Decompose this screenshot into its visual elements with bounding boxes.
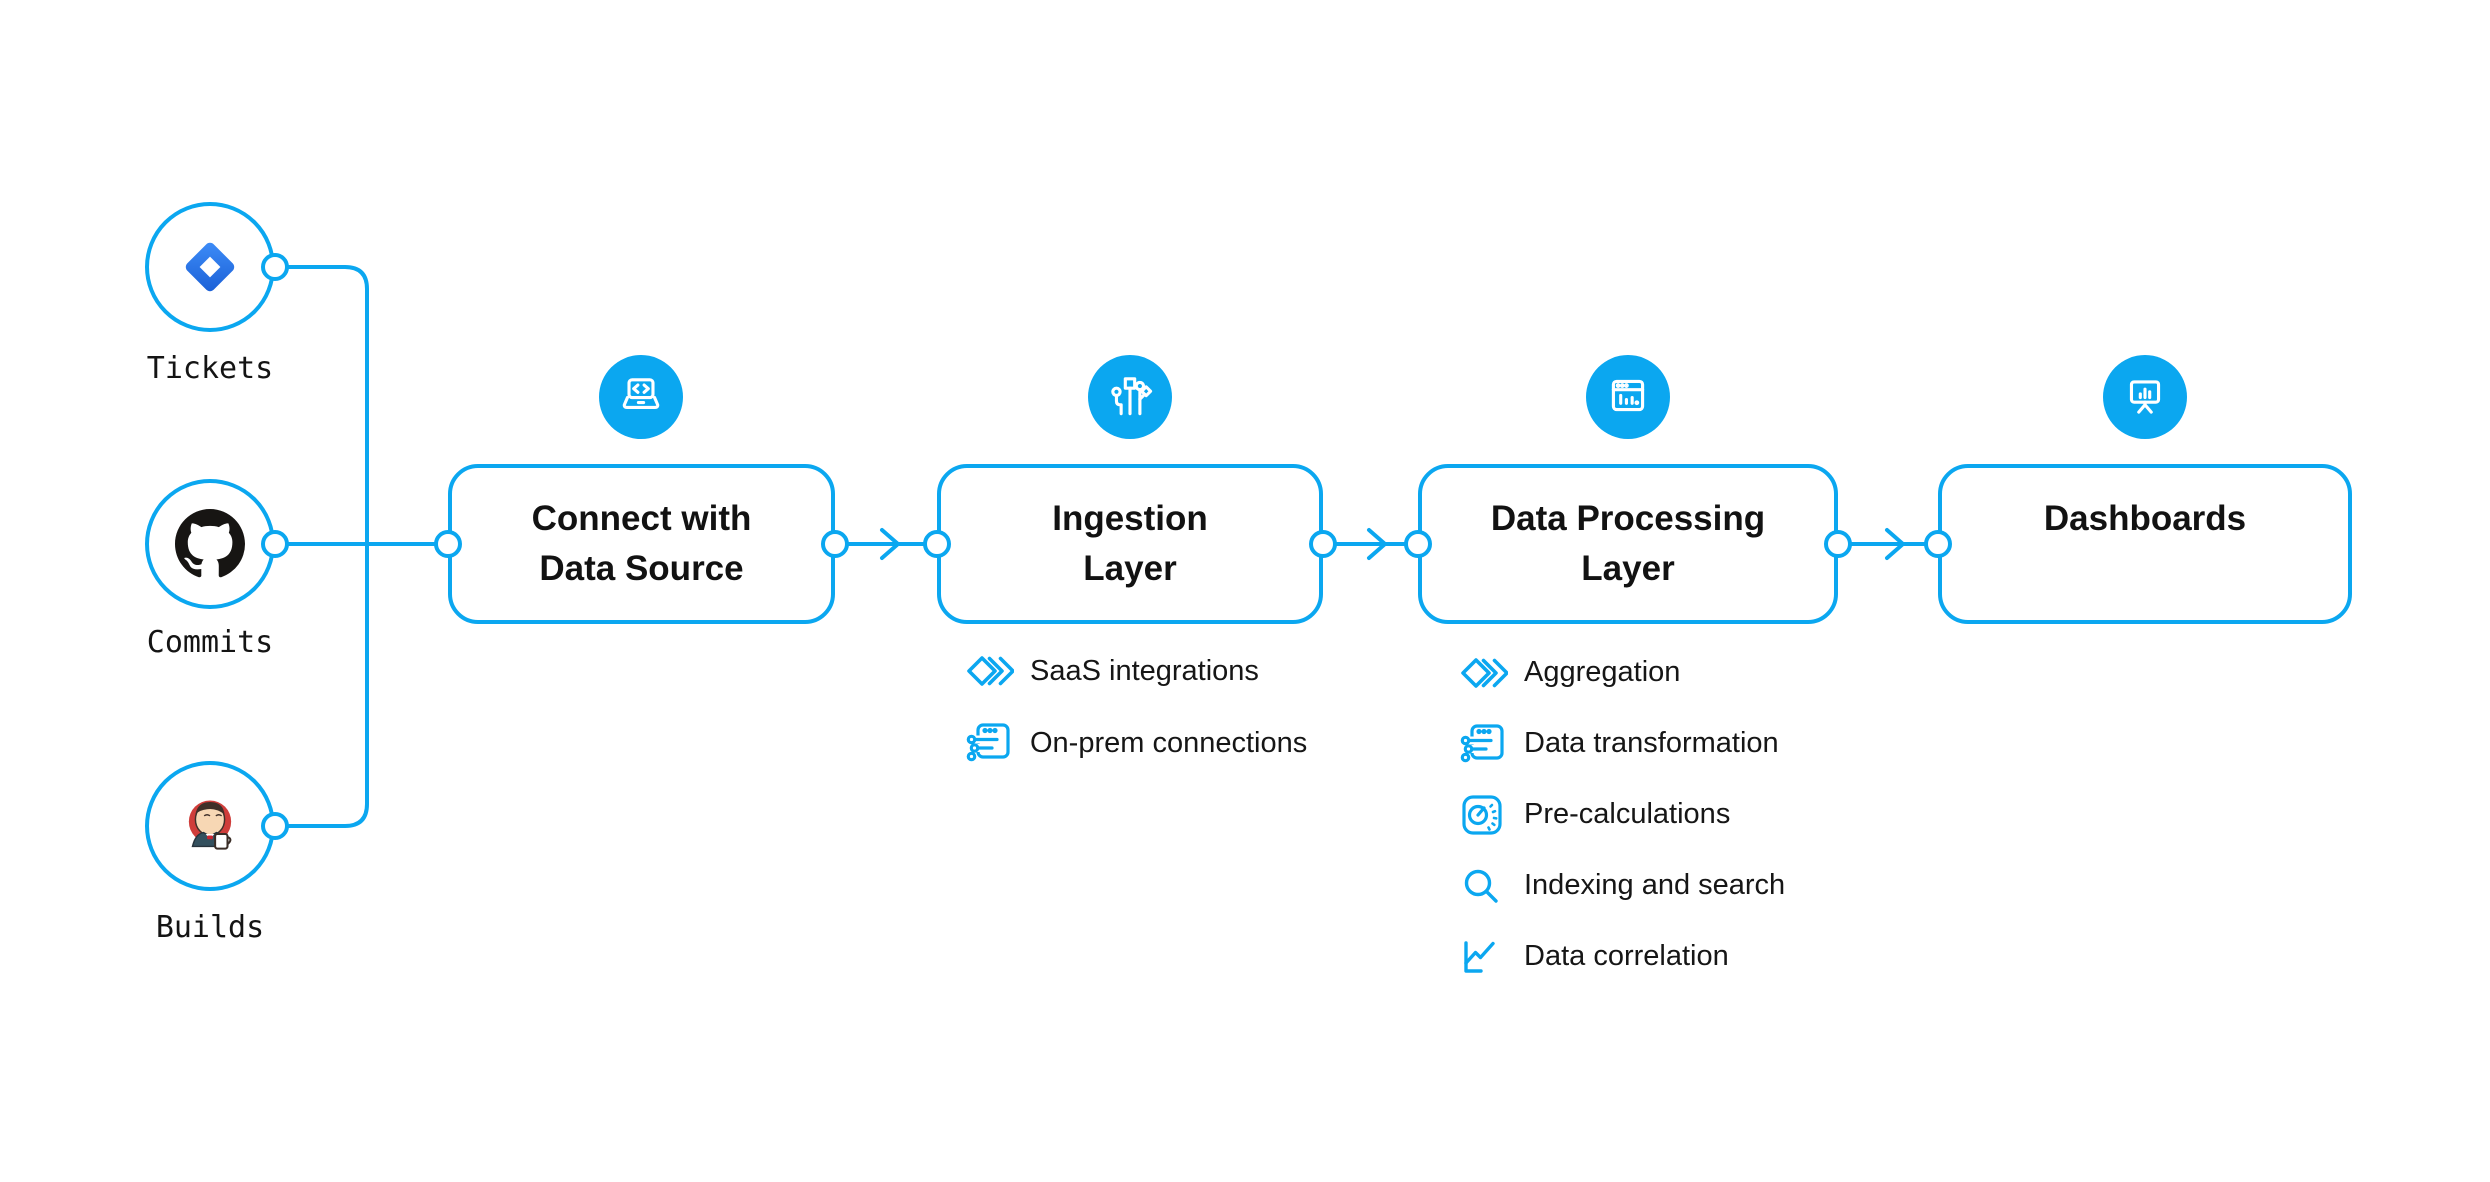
stacked-diamonds-icon (966, 653, 1030, 689)
search-icon (1460, 865, 1524, 907)
stage-box-ingestion: Ingestion Layer (937, 464, 1323, 624)
circuit-branches-icon (1111, 377, 1153, 416)
list-item-label: Data transformation (1524, 727, 1779, 759)
stage-title-ingestion: Ingestion Layer (1052, 499, 1208, 588)
list-item-label: Aggregation (1524, 656, 1681, 688)
stacked-diamonds-icon (1460, 655, 1524, 691)
list-item: Indexing and search (1460, 850, 1785, 921)
list-item: Data transformation (1460, 708, 1785, 779)
stage-badge-connect (599, 355, 683, 439)
arrowhead-icon (1885, 528, 1907, 560)
source-label-tickets: Tickets (146, 351, 274, 386)
stage-title-processing: Data Processing Layer (1490, 499, 1766, 588)
github-icon (175, 509, 245, 578)
list-item-label: On-prem connections (1030, 726, 1308, 759)
wire-builds (287, 544, 369, 828)
stage-box-dashboards: Dashboards (1938, 464, 2352, 624)
stage-box-processing: Data Processing Layer (1418, 464, 1838, 624)
source-label-commits: Commits (146, 625, 274, 660)
arrowhead-icon (1367, 528, 1389, 560)
wire-tickets (287, 265, 369, 544)
laptop-code-icon (622, 378, 660, 409)
presentation-chart-icon (2129, 380, 2161, 414)
list-item: Data correlation (1460, 921, 1785, 992)
list-item: Pre-calculations (1460, 779, 1785, 850)
stage-badge-processing (1586, 355, 1670, 439)
list-item-label: SaaS integrations (1030, 654, 1259, 687)
processing-feature-list: Aggregation Data transformation (1460, 637, 1785, 992)
line-chart-icon (1460, 936, 1524, 978)
source-label-builds: Builds (155, 910, 265, 945)
window-sliders-icon (966, 720, 1030, 766)
window-chart-icon (1611, 379, 1645, 412)
jenkins-icon (188, 800, 232, 850)
stage-box-connect: Connect with Data Source (448, 464, 835, 624)
list-item-label: Pre-calculations (1524, 798, 1731, 830)
window-sliders-icon (1460, 721, 1524, 767)
source-builds (145, 761, 275, 891)
gauge-icon (1460, 793, 1524, 837)
list-item-label: Indexing and search (1524, 869, 1786, 901)
jira-icon (185, 242, 235, 292)
list-item-label: Data correlation (1524, 940, 1729, 972)
list-item: On-prem connections (966, 707, 1307, 779)
list-item: SaaS integrations (966, 635, 1307, 707)
source-tickets (145, 202, 275, 332)
list-item: Aggregation (1460, 637, 1785, 708)
source-commits (145, 479, 275, 609)
stage-badge-dashboards (2103, 355, 2187, 439)
stage-badge-ingestion (1088, 355, 1172, 439)
stage-title-connect: Connect with Data Source (531, 499, 752, 588)
arrowhead-icon (880, 528, 902, 560)
ingestion-feature-list: SaaS integrations On-prem conne (966, 635, 1307, 779)
stage-title-dashboards: Dashboards (2043, 499, 2247, 538)
